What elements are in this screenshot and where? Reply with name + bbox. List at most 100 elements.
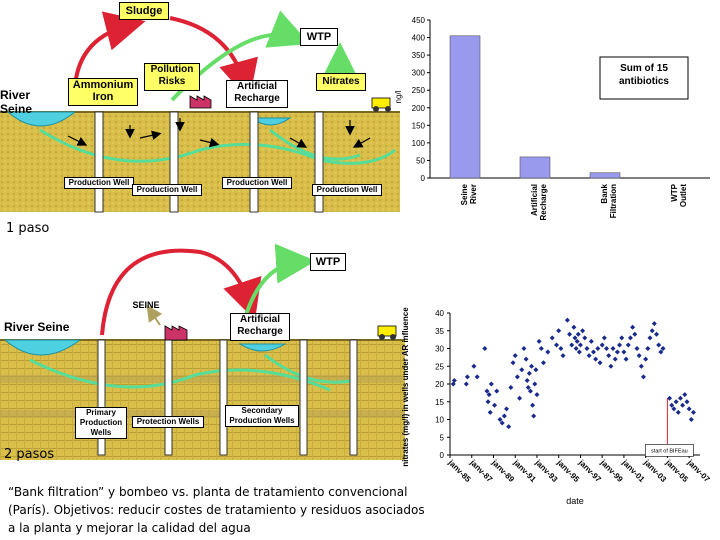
data-point [560,353,566,359]
data-point [554,342,560,348]
data-point [584,346,590,351]
data-point [494,388,500,394]
data-point [638,363,644,369]
wtp-box-2: WTP [310,253,346,271]
x-tick-label: janv-91 [511,457,538,484]
data-point [536,338,542,344]
data-point [501,413,507,419]
data-point [538,346,544,351]
data-point [660,346,666,351]
data-point [640,374,646,380]
production-well-label: Production Well [312,184,382,196]
data-point [514,374,520,380]
x-tick-label: janv-03 [642,457,669,484]
y-axis-label: ng/l [395,90,403,103]
data-point [577,342,583,348]
data-point [599,342,605,348]
data-point [667,395,673,401]
artificial-recharge-box-2: Artificial Recharge [230,313,290,341]
y-tick-label: 350 [412,51,426,60]
data-point [634,346,640,351]
data-point [680,402,686,408]
y-tick-label: 15 [435,398,444,407]
x-tick-label: janv-99 [598,457,625,484]
y-tick-label: 20 [435,380,444,389]
data-point [523,356,529,362]
y-tick-label: 30 [435,345,444,354]
wtp-box: WTP [300,28,338,46]
annotation-box [599,56,689,100]
data-point [649,328,655,334]
x-axis-label: date [566,496,584,506]
y-tick-label: 200 [412,104,426,113]
x-tick-label: BankFiltration [600,183,618,218]
data-point [464,374,470,380]
y-tick-label: 0 [440,451,445,460]
data-point [588,338,594,344]
secondary-production-wells-label: Secondary Production Wells [225,405,299,427]
data-point [499,420,505,426]
diagram-two-step [0,243,405,460]
data-point [521,346,527,351]
caption-text: “Bank filtration” y bombeo vs. planta de… [8,485,425,535]
label-one-step: 1 paso [6,221,50,236]
seine-label: SEINE [132,300,160,310]
factory-icon [189,95,212,109]
ammonium-iron-box: Ammonium Iron [68,78,138,106]
data-point [675,409,681,415]
y-tick-label: 250 [412,86,426,95]
data-point [604,346,610,351]
data-point [647,335,653,341]
data-point [529,363,535,369]
data-point [463,381,469,387]
tractor-icon [371,97,391,112]
data-point [482,346,488,351]
label-two-step: 2 pasos [4,447,55,462]
data-point [545,349,551,355]
data-point [526,370,532,376]
data-point [619,335,625,341]
data-point [527,388,533,394]
data-point [549,335,555,341]
data-point [517,395,523,401]
data-point [656,342,662,348]
y-tick-label: 10 [435,416,444,425]
data-point [556,328,562,334]
protection-wells-label: Protection Wells [132,416,204,428]
data-point [530,402,536,408]
y-tick-label: 400 [412,34,426,43]
data-point [684,399,690,405]
data-point [677,395,683,401]
data-point [612,356,618,362]
data-point [636,353,642,359]
x-tick-label: janv-85 [446,457,473,484]
data-point [451,377,457,383]
data-point [512,353,518,359]
factory-icon [164,325,188,341]
y-axis-label: nitrates (mg/l) in wells under AR influe… [401,307,410,467]
data-point [474,374,480,380]
production-well-label: Production Well [222,177,292,189]
data-point [617,342,623,348]
artificial-recharge-box: Artificial Recharge [226,80,288,108]
bar [589,172,621,179]
data-point [623,356,629,362]
data-point [525,385,531,391]
river-seine-label: River Seine [0,88,33,116]
x-tick-label: janv-97 [576,457,603,484]
sludge-label: Sludge [119,2,169,20]
x-tick-label: janv-01 [620,457,647,484]
x-tick-label: janv-89 [489,457,516,484]
data-point [506,424,512,430]
data-point [564,317,570,323]
data-point [606,353,612,359]
data-point [654,331,660,337]
x-tick-label: SeineRiver [460,183,478,205]
data-point [572,335,578,341]
primary-production-wells-label: Primary Production Wells [75,407,127,439]
data-point [658,349,664,355]
data-point [597,360,603,366]
x-tick-label: janv-93 [533,457,560,484]
